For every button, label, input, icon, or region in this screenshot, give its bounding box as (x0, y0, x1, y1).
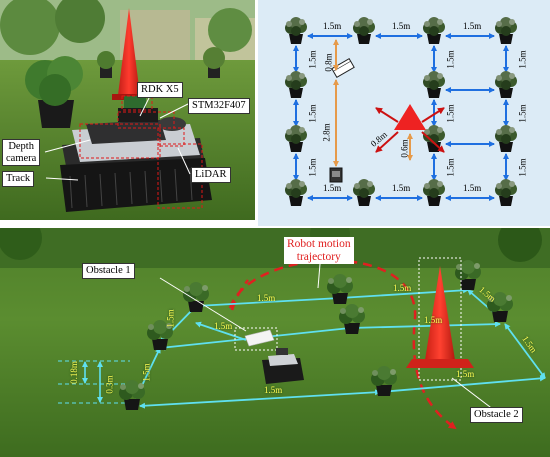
plant-pot (495, 17, 517, 44)
plant-pot (285, 17, 307, 44)
plant-pot (353, 179, 375, 206)
spacing-label: 1.5m (517, 50, 528, 69)
depth-camera-label-line2: camera (6, 152, 37, 164)
height-a-label: 0.18m (68, 361, 79, 384)
spacing-label: 1.5m (214, 321, 233, 331)
spacing-label: 1.5m (445, 50, 456, 69)
spacing-label: 1.5m (264, 385, 283, 395)
plant-pot (285, 179, 307, 206)
plant-pot (423, 125, 445, 152)
depth-camera-label: Depth camera (2, 139, 41, 167)
grid-arrows (293, 33, 509, 201)
depth-camera-label-line1: Depth (8, 141, 34, 152)
spacing-label: 1.5m (323, 183, 342, 193)
robot-photo-small (262, 348, 304, 384)
obstacle1-label: Obstacle 1 (82, 263, 135, 279)
field-dimension-lines (135, 287, 546, 409)
trajectory-title-line1: Robot motion (287, 238, 351, 250)
layout-diagram-canvas (285, 17, 517, 206)
obstacle-offset-label: 0.8m (323, 53, 334, 72)
spacing-label: 1.5m (393, 283, 412, 293)
spacing-label: 1.5m (307, 158, 318, 177)
spacing-label: 1.5m (456, 369, 475, 379)
obstacle2-label: Obstacle 2 (470, 407, 523, 423)
spacing-label: 1.5m (445, 158, 456, 177)
field-callouts (159, 263, 495, 411)
trajectory-title: Robot motion trajectory (284, 237, 354, 265)
spacing-label: 1.5m (165, 309, 176, 328)
height-guides (58, 360, 130, 404)
rdk-label: RDK X5 (137, 82, 183, 98)
plant-pot (423, 179, 445, 206)
plant-pot (495, 179, 517, 206)
spacing-label: 1.5m (463, 21, 482, 31)
spacing-label: 1.5m (392, 183, 411, 193)
cone-photo (406, 257, 474, 381)
layout-diagram: 1.5m 1.5m 1.5m 1.5m 1.5m 1.5m 1.5m 1.5m 1.5m 1.5m… (258, 0, 550, 226)
lidar-label: LiDAR (191, 167, 231, 183)
spacing-label: 1.5m (392, 21, 411, 31)
spacing-label: 1.5m (307, 104, 318, 123)
track-label: Track (2, 171, 35, 187)
robot-distance-label: 2.8m (321, 123, 332, 142)
plant-pot (495, 125, 517, 152)
spacing-label: 1.5m (323, 21, 342, 31)
robot-icon (329, 167, 343, 183)
cone-icon (394, 104, 426, 130)
field-photo: Obstacle 1 Obstacle 2 Robot motion traje… (0, 228, 550, 457)
spacing-label: 1.5m (517, 158, 528, 177)
plant-pot (423, 71, 445, 98)
robot-photo-scene (0, 0, 255, 220)
spacing-label: 1.5m (445, 104, 456, 123)
plant-pot (423, 17, 445, 44)
spacing-label: 1.5m (463, 183, 482, 193)
spacing-label: 1.5m (307, 50, 318, 69)
lidar-arrows (375, 107, 445, 153)
trajectory-title-line2: trajectory (296, 250, 341, 263)
spacing-label: 1.5m (141, 363, 152, 382)
obstacle-box-photo (234, 327, 278, 351)
spacing-label: 1.5m (517, 104, 528, 123)
spacing-label: 1.5m (424, 315, 443, 325)
plant-pot (285, 125, 307, 152)
plant-pots (285, 17, 517, 206)
plant-pot (353, 17, 375, 44)
robot-photo: RDK X5 STM32F407 Depth camera LiDAR Trac… (0, 0, 255, 220)
lidar-range-a-label: 0.6m (399, 139, 410, 158)
stm-label: STM32F407 (188, 98, 250, 114)
height-b-label: 0.3m (104, 375, 115, 394)
spacing-label: 1.5m (257, 293, 276, 303)
plant-pot (495, 71, 517, 98)
plant-pot (285, 71, 307, 98)
